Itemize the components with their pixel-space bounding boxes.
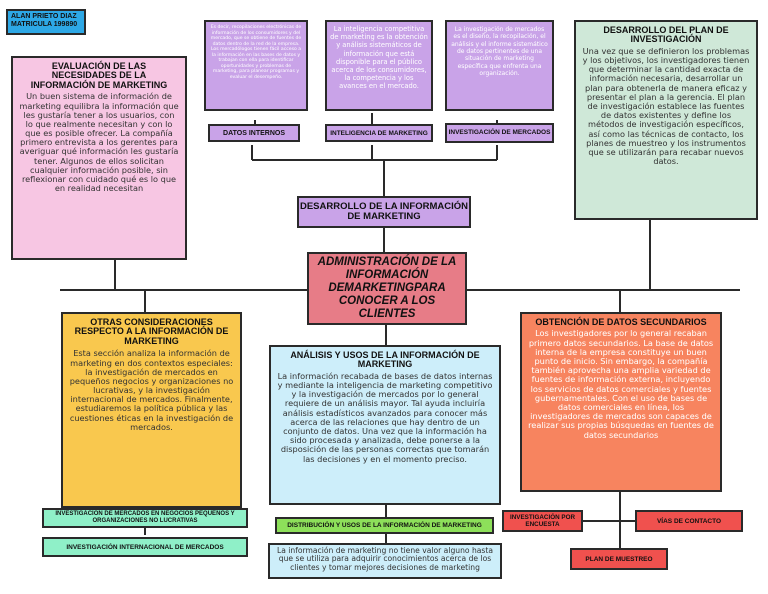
- otras-box: OTRAS CONSIDERACIONES RESPECTO A LA INFO…: [61, 312, 242, 508]
- desarrollo-info-box: DESARROLLO DE LA INFORMACIÓN DE MARKETIN…: [297, 196, 471, 228]
- inteligencia-box: La inteligencia competitiva de marketing…: [325, 20, 433, 111]
- secundarios-box: OBTENCIÓN DE DATOS SECUNDARIOS Los inves…: [520, 312, 722, 492]
- plan-title: DESARROLLO DEL PLAN DE INVESTIGACIÓN: [603, 25, 729, 45]
- plan-box: DESARROLLO DEL PLAN DE INVESTIGACIÓN Una…: [574, 20, 758, 220]
- internacional-label: INVESTIGACIÓN INTERNACIONAL DE MERCADOS: [42, 537, 248, 557]
- inteligencia-text: La inteligencia competitiva de marketing…: [330, 25, 428, 91]
- analisis-box: ANÁLISIS Y USOS DE LA INFORMACIÓN DE MAR…: [269, 345, 501, 505]
- otras-text: Esta sección analiza la información de m…: [69, 348, 234, 432]
- datos-internos-text: Es decir, recopilaciones electrónicas de…: [210, 25, 302, 80]
- secundarios-text: Los investigadores por lo general recaba…: [528, 328, 714, 440]
- secundarios-title: OBTENCIÓN DE DATOS SECUNDARIOS: [535, 317, 707, 327]
- author-box: ALAN PRIETO DIAZ MATRICULA 199890: [6, 9, 86, 35]
- evaluacion-box: EVALUACIÓN DE LAS NECESIDADES DE LA INFO…: [11, 56, 187, 260]
- distribucion-text: La información de marketing no tiene val…: [276, 546, 494, 572]
- investigacion-label: INVESTIGACIÓN DE MERCADOS: [445, 123, 554, 143]
- plan-text: Una vez que se definieron los problemas …: [582, 45, 750, 167]
- muestreo-label: PLAN DE MUESTREO: [570, 548, 668, 570]
- distribucion-label: DISTRIBUCIÓN Y USOS DE LA INFORMACIÓN DE…: [275, 517, 494, 534]
- central-topic: ADMINISTRACIÓN DE LA INFORMACIÓN DEMARKE…: [307, 252, 467, 325]
- inteligencia-label: INTELIGENCIA DE MARKETING: [325, 124, 433, 142]
- author-name: ALAN PRIETO DIAZ: [11, 13, 77, 20]
- peq-negocios-label: INVESTIGACIÓN DE MERCADOS EN NEGOCIOS PE…: [42, 508, 248, 528]
- author-id: MATRICULA 199890: [11, 21, 78, 29]
- datos-internos-label: DATOS INTERNOS: [208, 124, 300, 142]
- encuesta-label: INVESTIGACIÓN POR ENCUESTA: [502, 510, 583, 532]
- datos-internos-box: Es decir, recopilaciones electrónicas de…: [204, 20, 308, 111]
- contacto-label: VÍAS DE CONTACTO: [635, 510, 743, 532]
- analisis-text: La información recabada de bases de dato…: [277, 370, 493, 464]
- evaluacion-text: Un buen sistema de información de market…: [19, 91, 179, 194]
- investigacion-text: La investigación de mercados es el diseñ…: [451, 26, 548, 77]
- otras-title: OTRAS CONSIDERACIONES RESPECTO A LA INFO…: [74, 317, 229, 346]
- distribucion-box: La información de marketing no tiene val…: [268, 543, 502, 579]
- analisis-title: ANÁLISIS Y USOS DE LA INFORMACIÓN DE MAR…: [290, 350, 480, 370]
- investigacion-box: La investigación de mercados es el diseñ…: [445, 20, 554, 111]
- evaluacion-title: EVALUACIÓN DE LAS NECESIDADES DE LA INFO…: [30, 61, 168, 90]
